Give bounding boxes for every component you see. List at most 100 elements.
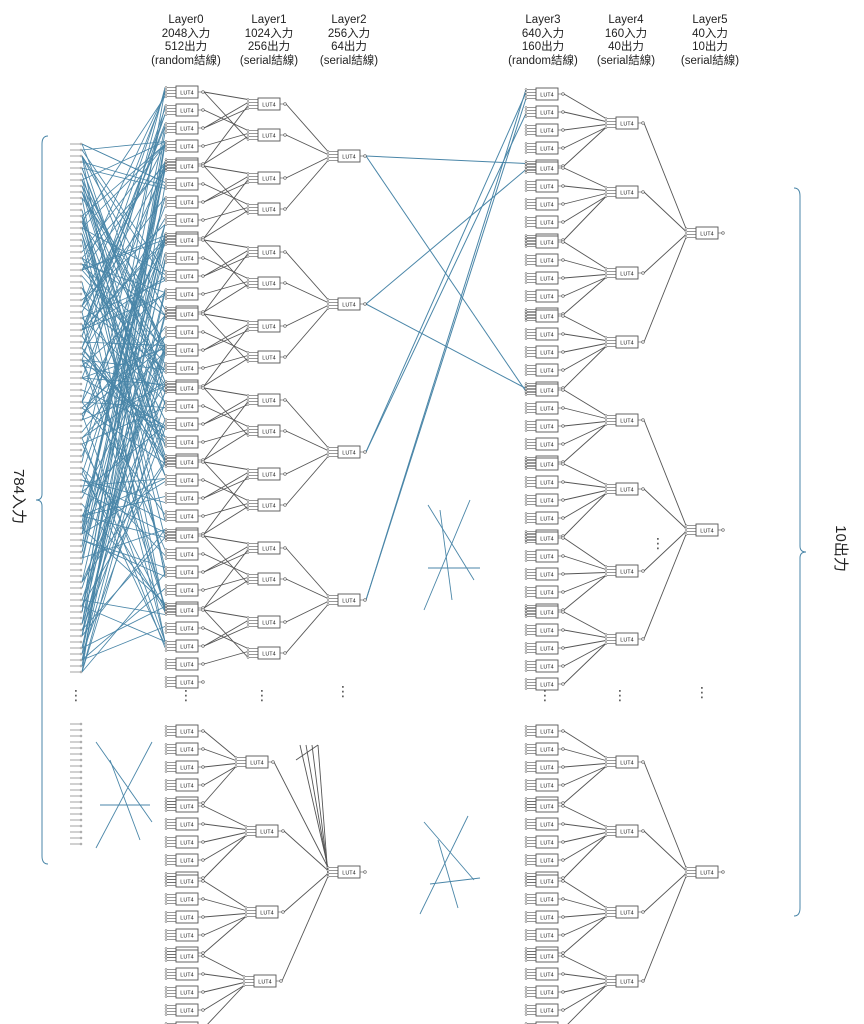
layer4-lut: LUT4 [604, 116, 645, 130]
lut-pin-dot [604, 414, 608, 417]
lut-pin-dot [246, 576, 250, 579]
lut-pin-dot [246, 653, 250, 656]
random-wire [81, 336, 166, 499]
lut-pin-dot [164, 314, 168, 317]
input-pin-dot [79, 148, 83, 152]
lut-pin-dot [246, 323, 250, 326]
random-wire [81, 87, 166, 403]
serial-wire [203, 136, 249, 165]
random-wire [81, 155, 166, 577]
input-pin-dot [79, 154, 83, 158]
lut-pin-dot [604, 978, 608, 981]
random-wire [81, 179, 166, 346]
lut-pin-dot [164, 587, 168, 590]
lut-pin-dot [164, 128, 168, 131]
lut-pin-dot [524, 272, 528, 275]
lut-pin-dot [164, 1013, 168, 1016]
lut-pin-dot [164, 131, 168, 134]
input-pin-dot [79, 628, 83, 632]
lut-pin-dot [164, 827, 168, 830]
lut-out-dot [201, 422, 205, 426]
lut-pin-dot [524, 749, 528, 752]
serial-wire [285, 456, 329, 506]
lut-pin-dot [524, 198, 528, 201]
lut-pin-dot [524, 458, 528, 461]
lut-pin-dot [164, 875, 168, 878]
lut-pin-dot [246, 394, 250, 397]
lut-pin-dot [524, 494, 528, 497]
serial-wire [203, 207, 249, 221]
lut-pin-dot [164, 261, 168, 264]
lut-pin-dot [524, 731, 528, 734]
lut-pin-dot [524, 592, 528, 595]
serial-wire [563, 421, 607, 427]
layer0-lut: LUT4 [164, 325, 205, 339]
serial-wire [203, 253, 249, 313]
serial-wire [203, 257, 249, 279]
lut-pin-dot [242, 981, 246, 984]
random-wire-hint [427, 504, 475, 581]
layer1-lut: LUT4 [234, 755, 275, 769]
lut-out-dot [201, 348, 205, 352]
lut-pin-dot [246, 471, 250, 474]
lut-out-dot [561, 498, 565, 502]
lut-pin-dot [604, 342, 608, 345]
lut-pin-dot [164, 878, 168, 881]
lut-pin-dot [164, 566, 168, 569]
lut-pin-dot [164, 539, 168, 542]
lut-pin-dot [524, 456, 528, 459]
lut-pin-dot [164, 956, 168, 959]
lut-pin-dot [524, 278, 528, 281]
random-wire [81, 377, 166, 385]
layer0-lut: LUT4 [164, 853, 205, 867]
lut-pin-dot [524, 992, 528, 995]
lut-label: LUT4 [342, 302, 355, 308]
lut-pin-dot [604, 126, 608, 129]
lut-pin-dot [524, 917, 528, 920]
lut-pin-dot [524, 500, 528, 503]
input-pin-dot [79, 508, 83, 512]
random-wire [81, 161, 166, 523]
lut-label: LUT4 [540, 276, 553, 282]
layer3-lut: LUT4 [524, 475, 565, 489]
lut-label: LUT4 [262, 176, 275, 182]
layer1-lut: LUT4 [244, 824, 285, 838]
lut-pin-dot [524, 687, 528, 690]
lut-out-dot [283, 133, 287, 137]
lut-pin-dot [524, 935, 528, 938]
lut-out-dot [283, 429, 287, 433]
input-pin-dot [79, 418, 83, 422]
lut-out-dot [201, 312, 205, 316]
serial-wire [563, 493, 607, 537]
input-pin-dot [79, 568, 83, 572]
lut-pin-dot [524, 956, 528, 959]
serial-wire [203, 432, 249, 461]
serial-wire [203, 239, 249, 288]
random-wire-hint [429, 877, 481, 885]
lut-pin-dot [524, 201, 528, 204]
lut-label: LUT4 [540, 388, 553, 394]
serial-wire [207, 985, 245, 1024]
lut-pin-dot [164, 590, 168, 593]
lut-label: LUT4 [262, 250, 275, 256]
lut-out-dot [641, 121, 645, 125]
lut-pin-dot [604, 345, 608, 348]
lut-pin-dot [164, 661, 168, 664]
lut-label: LUT4 [262, 133, 275, 139]
lut-label: LUT4 [180, 608, 193, 614]
input-pin-dot [79, 616, 83, 620]
random-wire [81, 539, 166, 568]
lut-label: LUT4 [262, 324, 275, 330]
lut-label: LUT4 [180, 348, 193, 354]
lut-pin-dot [524, 1013, 528, 1016]
layer0-lut: LUT4 [164, 583, 205, 597]
lut-out-dot [201, 366, 205, 370]
lut-pin-dot [524, 881, 528, 884]
lut-pin-dot [604, 909, 608, 912]
lut-pin-dot [524, 408, 528, 411]
random-wire [81, 539, 166, 577]
lut-pin-dot [246, 403, 250, 406]
layer2-inputs: 256入力 [327, 27, 371, 40]
lut-out-dot [201, 990, 205, 994]
lut-pin-dot [524, 606, 528, 609]
